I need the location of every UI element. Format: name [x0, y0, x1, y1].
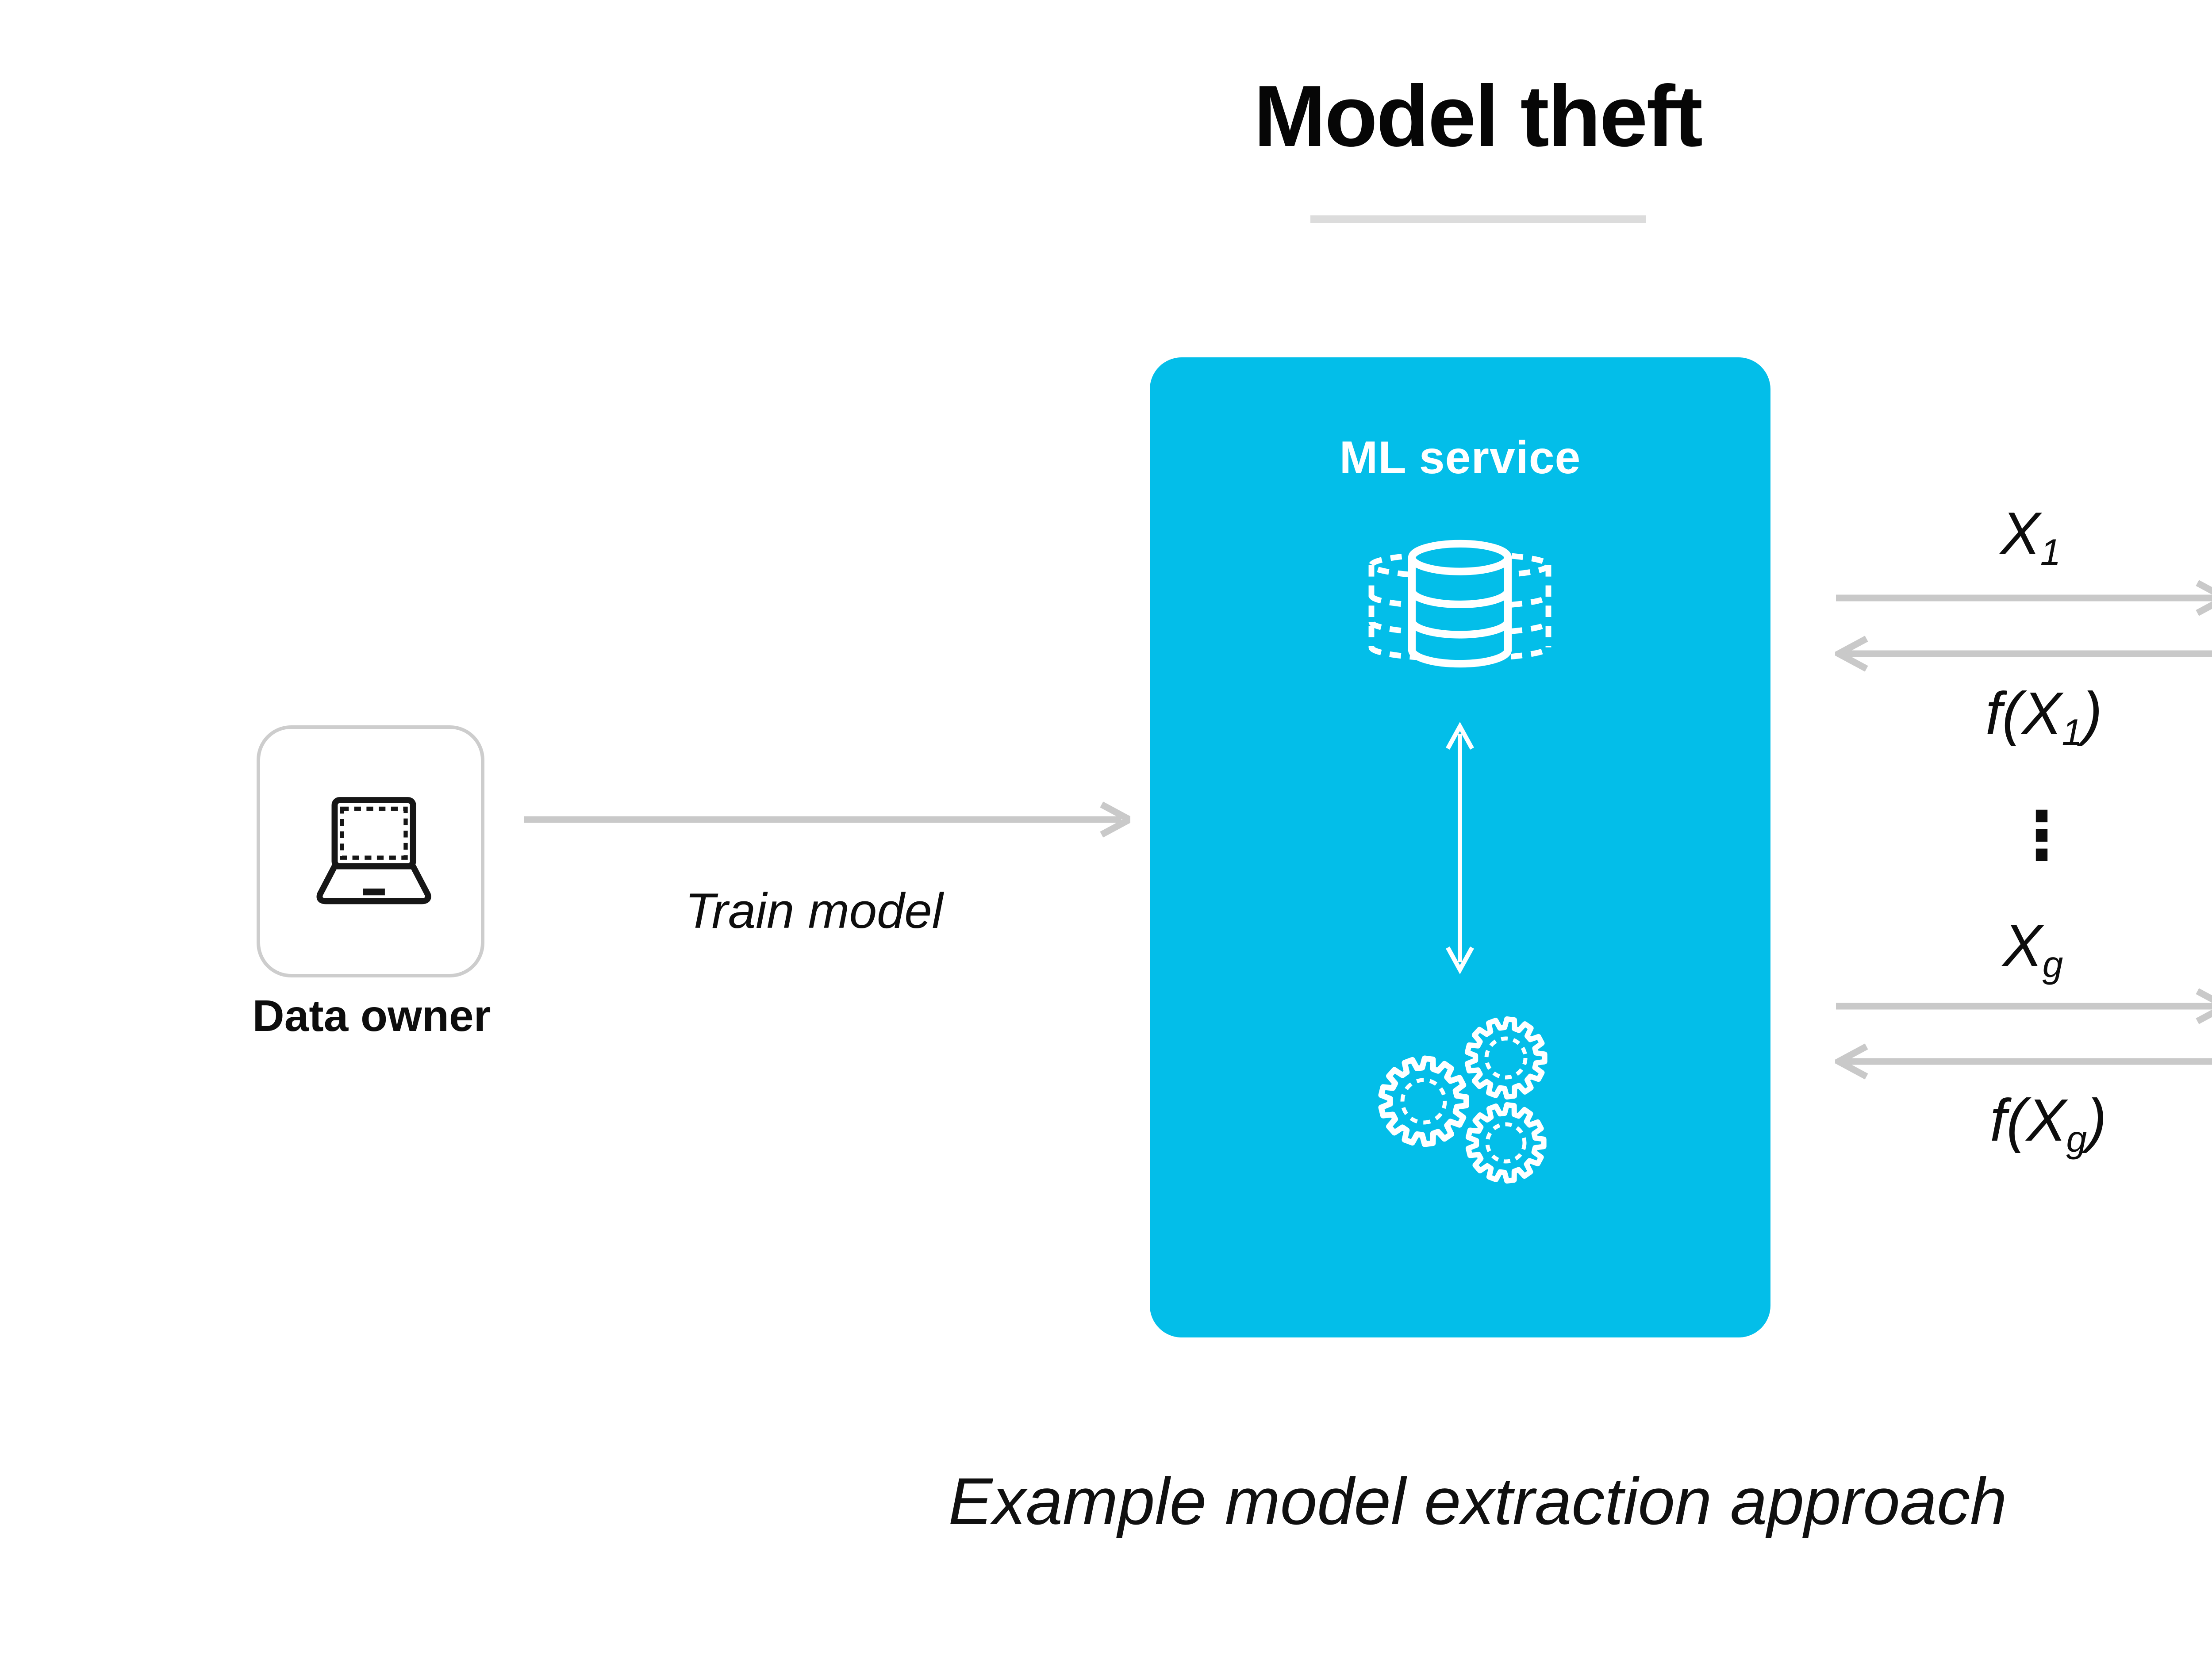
- title-underline: [1310, 215, 1646, 223]
- page-title: Model theft: [1253, 68, 1703, 165]
- query-x1-arrow: [1836, 580, 2212, 616]
- response-fxg-arrow: [1835, 1043, 2212, 1080]
- queries-ellipsis: ⋮: [2008, 797, 2075, 874]
- data-owner-node: [257, 725, 484, 977]
- response-fxg-label: f(Xg): [1989, 1087, 2107, 1160]
- train-arrow-label: Train model: [685, 883, 943, 939]
- query-xg-arrow: [1836, 988, 2212, 1024]
- response-fx1-arrow: [1835, 636, 2212, 672]
- data-owner-label: Data owner: [252, 991, 491, 1041]
- gears-icon: [1378, 1016, 1548, 1184]
- train-arrow: [524, 801, 1130, 838]
- query-x1-label: X1: [2000, 500, 2061, 573]
- laptop-icon: [316, 797, 431, 904]
- train-update-arrow: [1446, 722, 1474, 974]
- ml-service-label: ML service: [1339, 432, 1581, 483]
- database-icon: [1368, 540, 1551, 668]
- response-fx1-label: f(X1): [1985, 680, 2103, 753]
- caption: Example model extraction approach: [948, 1464, 2007, 1538]
- query-xg-label: Xg: [2002, 912, 2063, 985]
